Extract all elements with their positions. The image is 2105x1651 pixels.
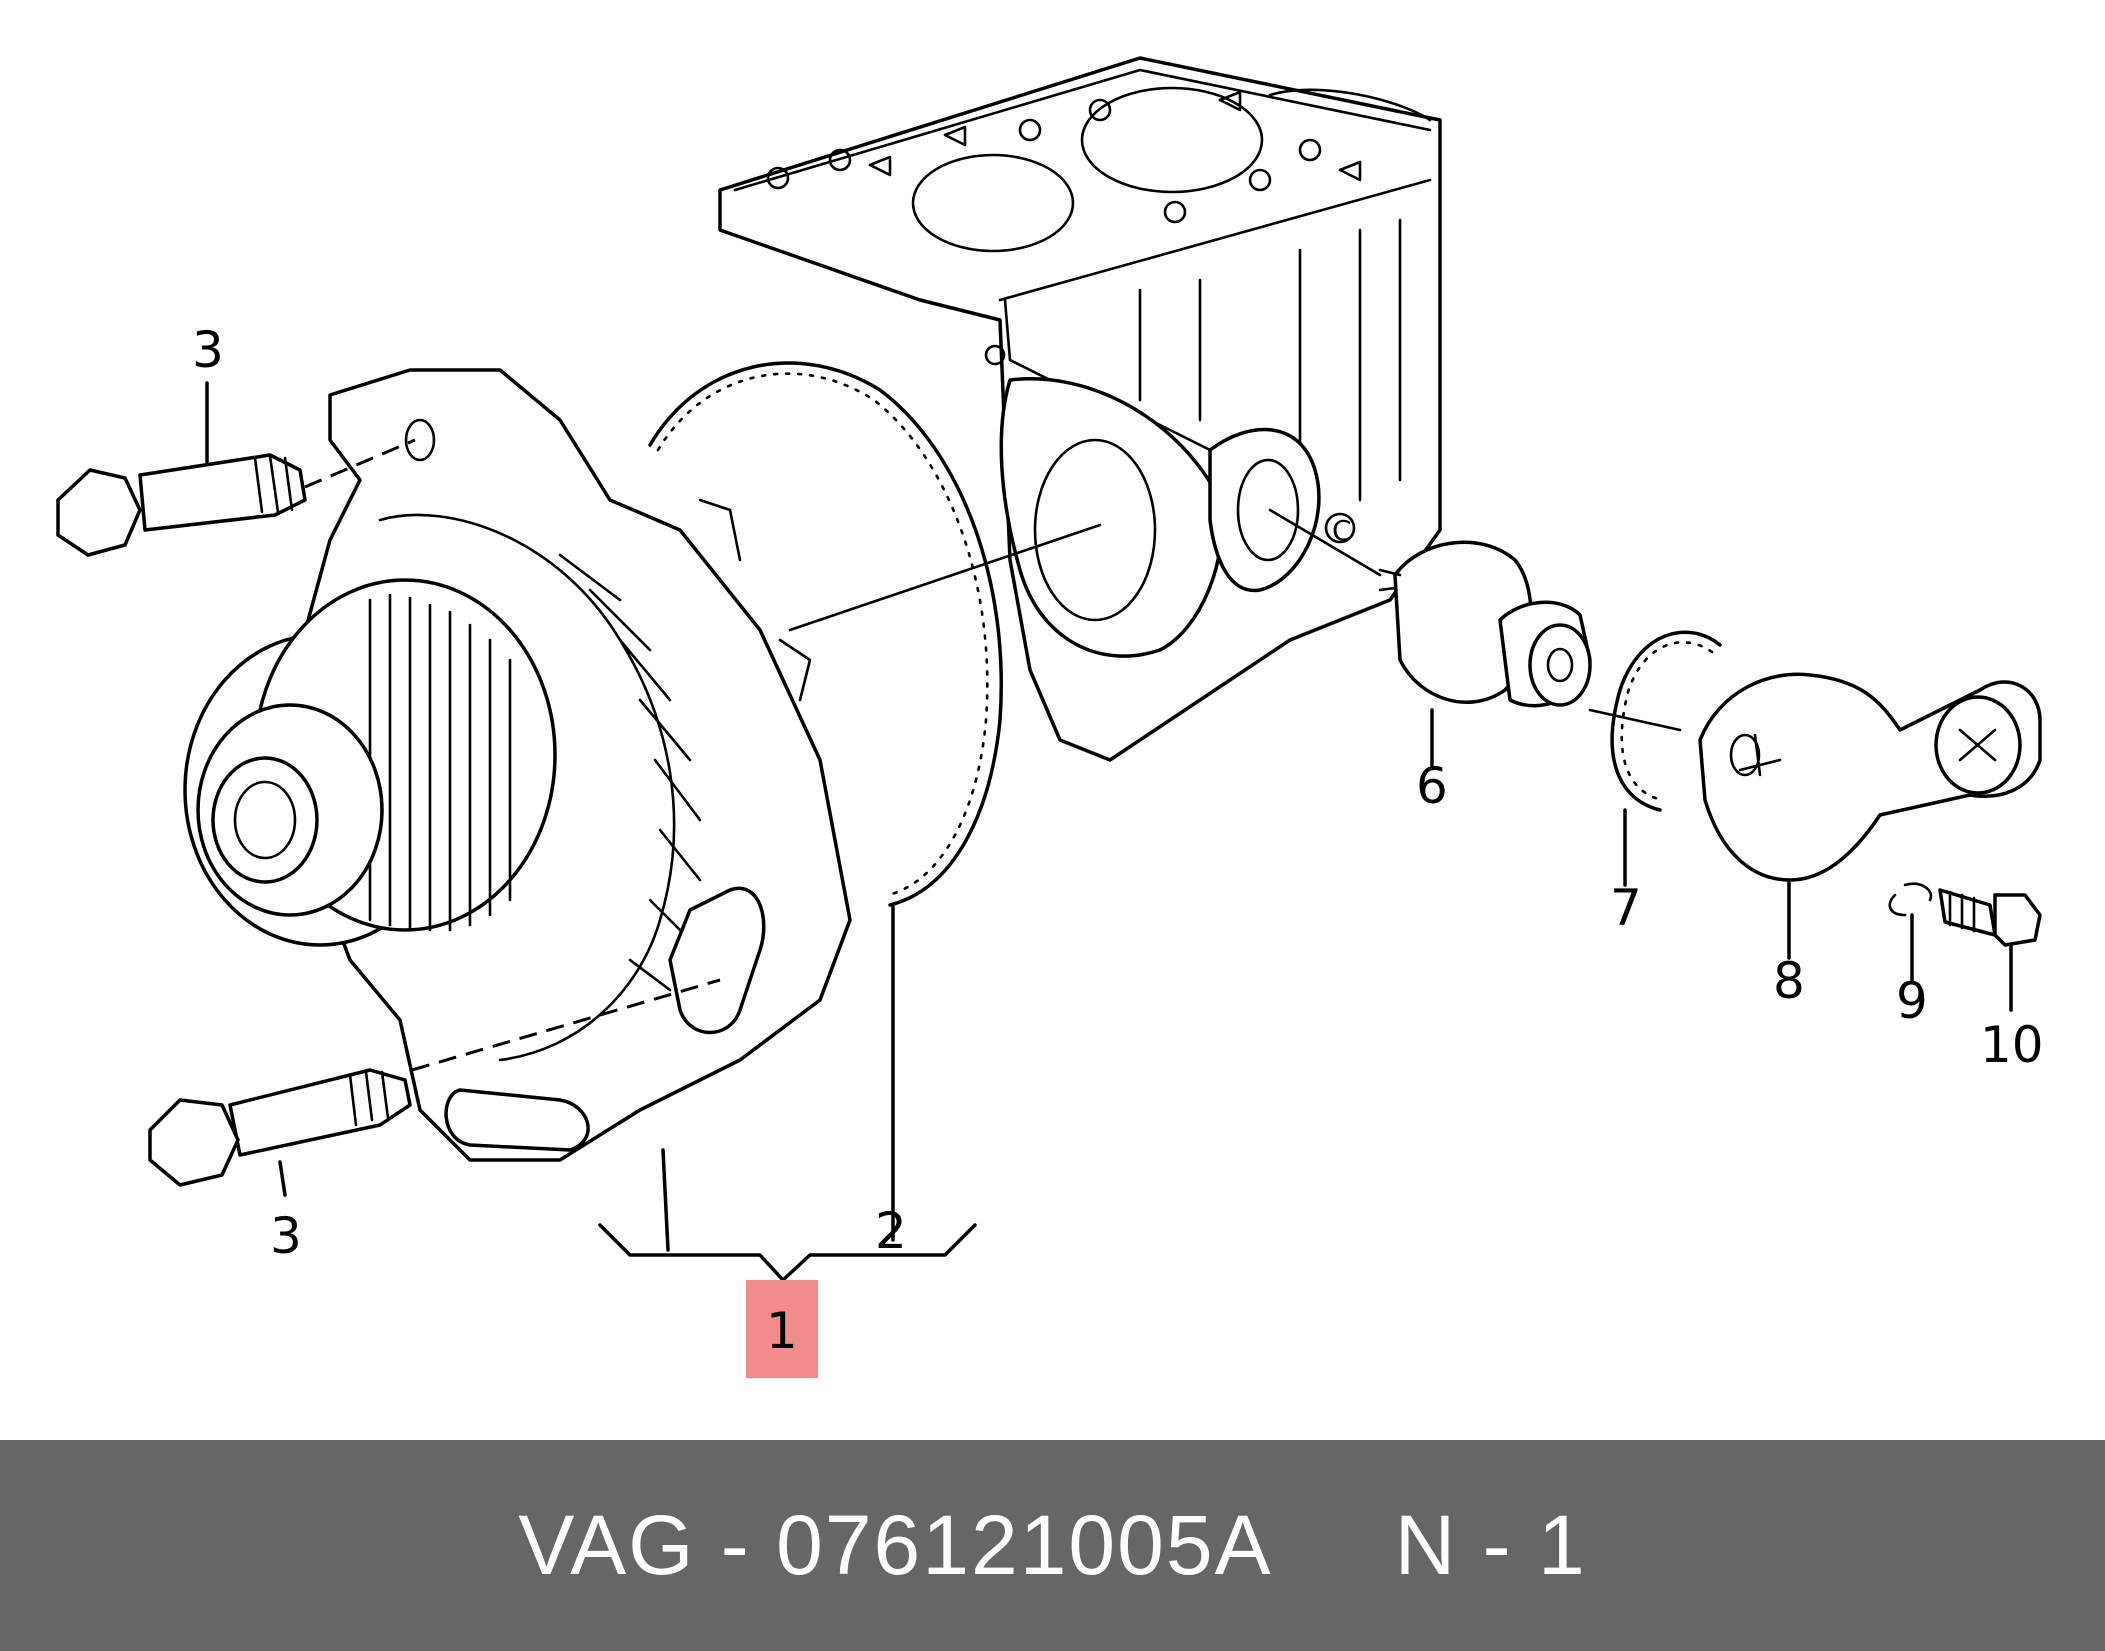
callout-2: 2 xyxy=(875,1202,907,1260)
thermostat xyxy=(1268,508,1592,708)
callout-1: 1 xyxy=(766,1302,798,1360)
part-number-caption: VAG - 076121005A N - 1 xyxy=(518,1498,1587,1592)
callout-3-upper: 3 xyxy=(192,321,224,379)
engine-block: C xyxy=(718,56,1442,762)
water-pump xyxy=(183,368,852,1162)
block-mark-text: C xyxy=(1332,514,1352,547)
bolt-small xyxy=(1938,888,2042,947)
o-ring xyxy=(1588,630,1722,812)
callout-10: 10 xyxy=(1980,1016,2044,1074)
bolt-lower xyxy=(148,978,721,1187)
washer xyxy=(1888,882,1933,917)
callout-9: 9 xyxy=(1896,972,1928,1030)
exploded-parts-diagram: C xyxy=(56,56,2044,1378)
highlight-box xyxy=(746,1280,818,1378)
callout-6: 6 xyxy=(1416,757,1448,815)
footer-bar: VAG - 076121005A N - 1 xyxy=(0,1440,2105,1651)
bolt-upper xyxy=(56,438,416,557)
gasket-ring xyxy=(648,361,1003,907)
callout-7: 7 xyxy=(1610,879,1642,937)
callout-8: 8 xyxy=(1773,952,1805,1010)
coolant-flange xyxy=(1698,672,2042,882)
callout-3-lower: 3 xyxy=(270,1207,302,1265)
